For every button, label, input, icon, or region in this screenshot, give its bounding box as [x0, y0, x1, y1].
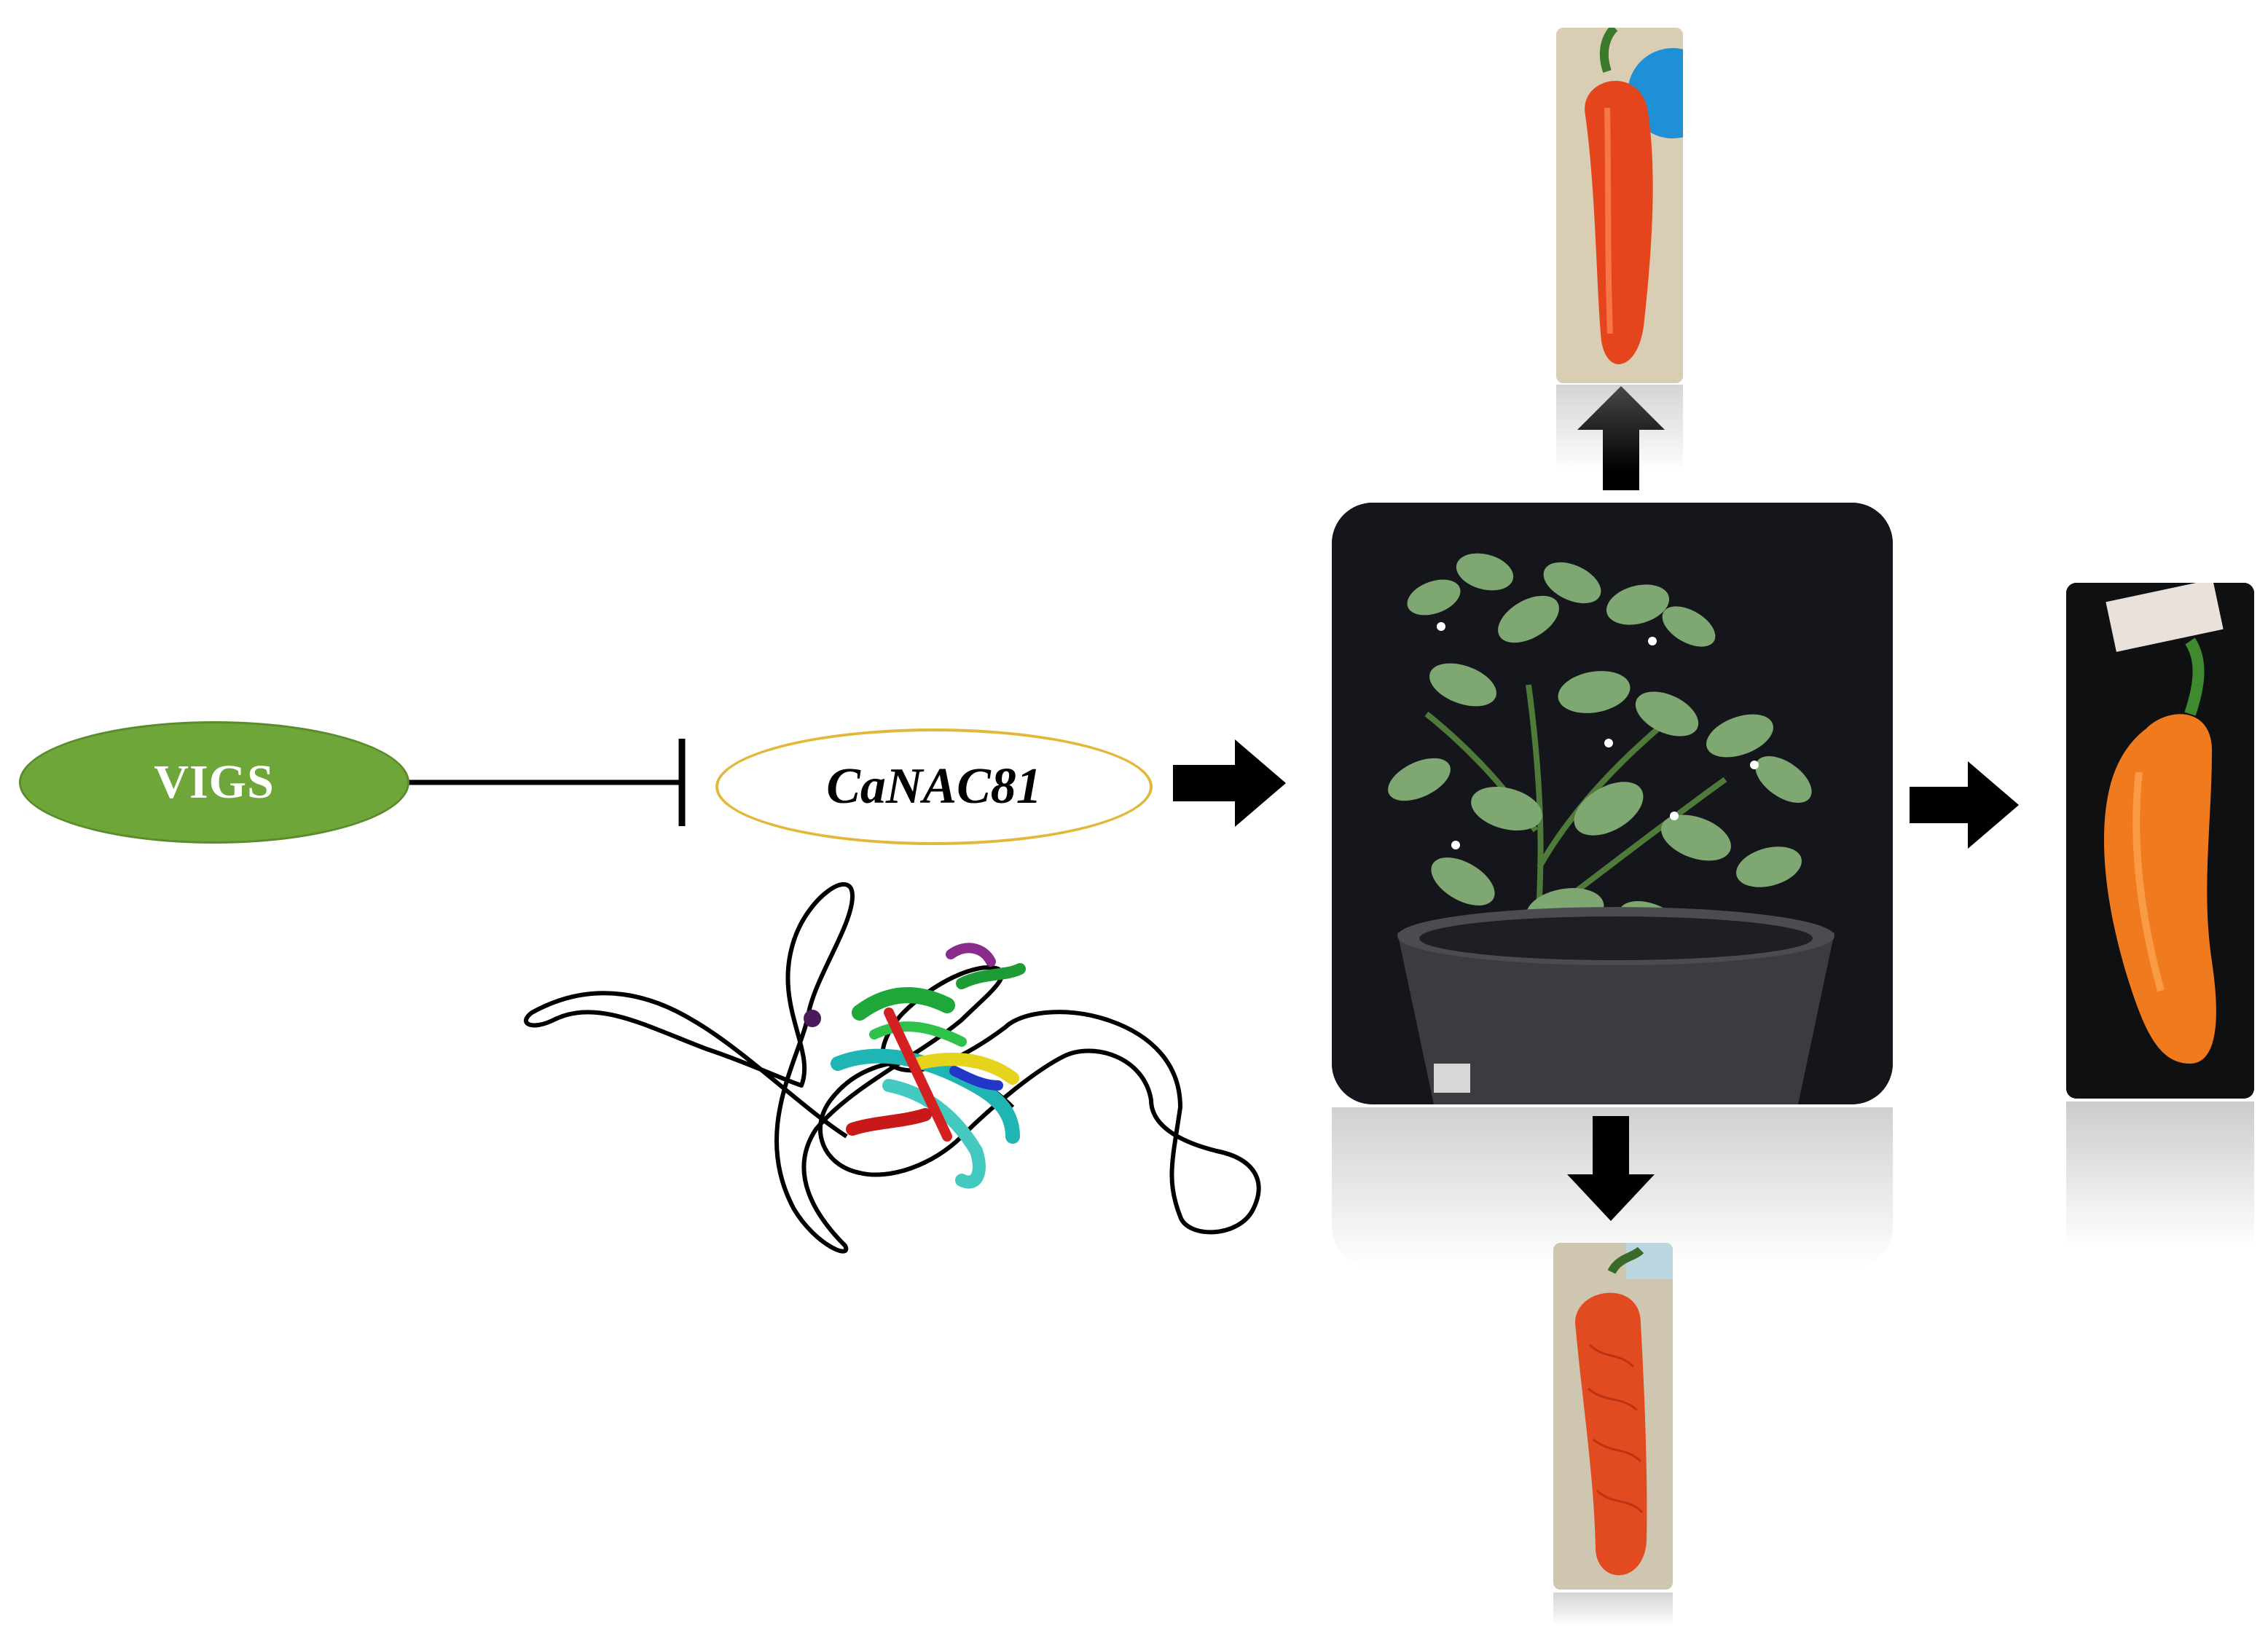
protein-strand-cyan-2	[882, 1079, 986, 1189]
protein-strand-green-3	[956, 963, 1026, 989]
arrow-plant-to-right-fruit	[1910, 761, 2019, 849]
arrow-shape	[1567, 1116, 1655, 1221]
protein-structure-image	[524, 881, 1261, 1254]
vigs-node: VIGS	[19, 721, 409, 844]
arrow-shape	[1577, 386, 1665, 490]
protein-node-purple	[804, 1010, 821, 1027]
arrow-gene-to-plant	[1173, 739, 1286, 827]
protein-strand-yellow	[911, 1053, 1019, 1085]
inhibition-connector	[408, 739, 686, 826]
vigs-label: VIGS	[154, 755, 275, 809]
protein-strand-green-2	[869, 1021, 967, 1047]
wrinkled-red-pepper-illustration	[1553, 1243, 1673, 1590]
pepper-plant-illustration	[1332, 503, 1893, 1104]
orange-pepper-illustration	[2066, 583, 2254, 1099]
bottom-pepper-reflection	[1553, 1592, 1673, 1626]
protein-helix-red	[884, 1008, 952, 1142]
protein-strand-red	[846, 1108, 932, 1136]
right-pepper-reflection	[2066, 1101, 2254, 1247]
pepper-plant-photo	[1332, 503, 1893, 1104]
arrow-shape	[1173, 739, 1286, 827]
protein-coil	[524, 881, 1261, 1254]
bottom-pepper-photo	[1553, 1243, 1673, 1590]
protein-strand-blue	[949, 1066, 1003, 1091]
canac81-label: CaNAC81	[826, 758, 1042, 814]
protein-strand-green	[852, 987, 955, 1021]
top-pepper-reflection	[1556, 385, 1683, 472]
canac81-node: CaNAC81	[715, 728, 1153, 845]
right-pepper-photo	[2066, 583, 2254, 1099]
arrow-plant-to-bottom-fruit	[1567, 1116, 1655, 1221]
red-pepper-illustration	[1556, 28, 1683, 383]
arrow-shape	[1910, 761, 2019, 849]
protein-loop-purple	[946, 943, 996, 967]
arrow-plant-to-top-fruit	[1577, 386, 1665, 490]
top-pepper-photo	[1556, 28, 1683, 383]
